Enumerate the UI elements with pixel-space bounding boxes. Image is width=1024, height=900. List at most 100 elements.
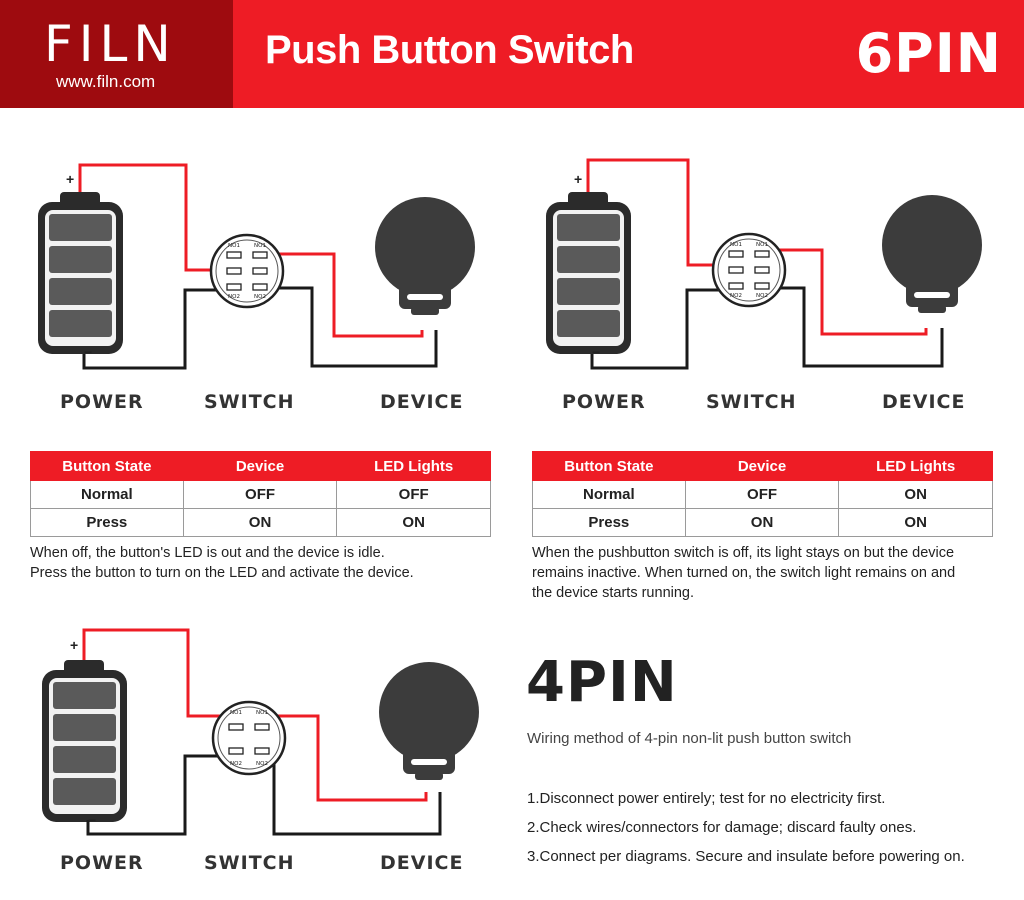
power-label: POWER [60,852,144,874]
return-wire [262,286,438,368]
table-cell: Normal [532,480,686,509]
positive-wire [78,163,226,272]
battery-cell [49,278,112,305]
terminal-label: NO2 [228,294,240,300]
switch-pin [254,723,270,731]
switch-label: SWITCH [706,391,797,413]
description-line: remains inactive. When turned on, the sw… [532,565,956,581]
device-wire [260,252,424,338]
device-base-band [407,294,443,300]
description-line: When the pushbutton switch is off, its l… [532,545,955,561]
device-base [906,273,958,307]
switch-pin [728,250,744,258]
terminal-label: NO2 [730,293,742,299]
device-bulb-icon [882,195,982,295]
table-cell: ON [182,508,338,537]
negative-wire [590,288,734,370]
device-contact [411,307,439,315]
terminal-label: NO1 [256,710,268,716]
negative-wire [82,288,232,370]
power-label: POWER [562,391,646,413]
battery-cell [557,278,620,305]
battery-cell [557,214,620,241]
table-header: Device [684,451,840,481]
switch-ring [217,706,281,770]
switch-pin [754,250,770,258]
switch-pin [226,251,242,259]
four-pin-title: 4PIN [526,650,678,715]
description-line: the device starts running. [532,585,695,601]
instruction-step: 3.Connect per diagrams. Secure and insul… [527,848,965,865]
table-cell: OFF [182,480,338,509]
terminal-label: NO1 [254,243,266,249]
battery-cell [557,246,620,273]
description-line: When off, the button's LED is out and th… [30,545,385,561]
battery-cell [53,778,116,805]
return-wire [764,286,944,368]
switch-pin [228,747,244,755]
battery-cell [49,246,112,273]
terminal-label: NO2 [756,293,768,299]
page-title: Push Button Switch [265,28,634,72]
table-header: Button State [30,451,184,481]
switch-pin [252,283,268,291]
switch-body-icon [211,700,287,776]
battery-negative-label: − [88,812,97,828]
description-left: When off, the button's LED is out and th… [30,543,414,583]
battery-positive-label: + [66,171,75,187]
switch-pin [754,282,770,290]
switch-pin [728,282,744,290]
power-label: POWER [60,391,144,413]
battery-cell [53,682,116,709]
negative-wire [86,754,234,836]
battery-cell [557,310,620,337]
table-cell: OFF [684,480,840,509]
description-right: When the pushbutton switch is off, its l… [532,543,955,603]
table-header: Device [182,451,338,481]
battery-positive-label: + [574,171,583,187]
instruction-step: 2.Check wires/connectors for damage; dis… [527,819,917,836]
brand-logo[interactable]: FILN [44,15,177,73]
switch-ring [215,239,279,303]
battery-positive-label: + [70,637,79,653]
battery-negative-label: − [592,344,601,360]
table-cell: Press [532,508,686,537]
state-table-lit-on: Button State Device LED Lights Normal OF… [532,451,993,537]
pin-count-badge: 6PIN [855,22,1002,85]
table-row: Normal OFF ON [532,480,993,509]
terminal-label: NO1 [228,243,240,249]
state-table-lit-off: Button State Device LED Lights Normal OF… [30,451,491,537]
device-label: DEVICE [380,852,464,874]
device-contact [415,772,443,780]
switch-pin [754,266,770,274]
table-cell: ON [838,480,993,509]
terminal-label: NO1 [756,242,768,248]
table-cell: ON [684,508,840,537]
table-row: Normal OFF OFF [30,480,491,509]
positive-wire [586,158,728,267]
switch-pin [252,267,268,275]
device-label: DEVICE [380,391,464,413]
switch-pin [226,283,242,291]
switch-pin [252,251,268,259]
instruction-step: 1.Disconnect power entirely; test for no… [527,790,886,807]
logo-box: FILN www.filn.com [0,0,233,108]
table-header: LED Lights [336,451,491,481]
battery-cell [49,214,112,241]
table-row: Press ON ON [532,508,993,537]
switch-ring [717,238,781,302]
header-banner: FILN www.filn.com Push Button Switch 6PI… [0,0,1024,108]
device-base [403,740,455,774]
device-base-band [914,292,950,298]
four-pin-subtitle: Wiring method of 4-pin non-lit push butt… [527,730,852,747]
brand-url[interactable]: www.filn.com [56,72,156,91]
description-line: Press the button to turn on the LED and … [30,565,414,581]
device-contact [918,305,946,313]
terminal-label: NO2 [254,294,266,300]
switch-pin [226,267,242,275]
battery-cell [53,746,116,773]
battery-cell [49,310,112,337]
battery-negative-label: − [84,344,93,360]
terminal-label: NO2 [230,761,242,767]
switch-pin [254,747,270,755]
